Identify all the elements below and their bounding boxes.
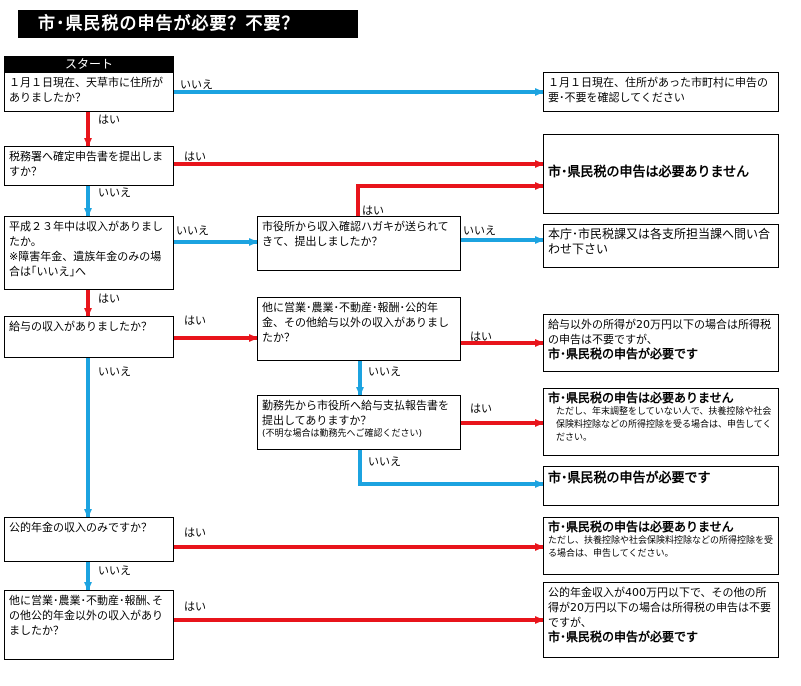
result-required: 市･県民税の申告が必要です: [543, 466, 779, 506]
result-salary-required: 給与以外の所得が20万円以下の場合は所得税の申告は不要ですが、 市･県民税の申告…: [543, 314, 779, 372]
label-no: いいえ: [368, 365, 401, 378]
result-report-not-required-note: ただし、年末調整をしていない人で、扶養控除や社会保険料控除などの所得控除を受る場…: [556, 407, 772, 443]
result-required-text: 市･県民税の申告が必要です: [548, 471, 711, 486]
question-income-text: 平成２３年中は収入がありましたか。: [9, 220, 163, 248]
label-no: いいえ: [176, 224, 209, 237]
question-income: 平成２３年中は収入がありましたか。 ※障害年金、遺族年金のみの場合は｢いいえ｣へ: [4, 216, 174, 290]
question-tax-return: 税務署へ確定申告書を提出しますか？: [4, 146, 174, 186]
question-pension-only-text: 公的年金の収入のみですか？: [9, 521, 152, 534]
label-yes: はい: [98, 292, 120, 305]
result-pension-required-text: 市･県民税の申告が必要です: [548, 630, 699, 644]
result-check-other-city: １月１日現在、住所があった市町村に申告の要･不要を確認してください: [543, 72, 779, 112]
label-no: いいえ: [98, 365, 131, 378]
question-income-postcard-text: 市役所から収入確認ハガキが送られてきて、提出しましたか？: [262, 220, 449, 248]
result-contact-office: 本庁･市民税課又は各支所担当課へ問い合わせ下さい: [543, 224, 779, 268]
question-salary-report: 勤務先から市役所へ給与支払報告書を提出してありますか？ (不明な場合は勤務先へご…: [257, 395, 461, 450]
result-salary-required-note: 給与以外の所得が20万円以下の場合は所得税の申告は不要ですが、: [548, 318, 771, 346]
question-tax-return-text: 税務署へ確定申告書を提出しますか？: [9, 150, 163, 178]
start-label: スタート: [4, 56, 174, 72]
question-salary-report-note: (不明な場合は勤務先へご確認ください): [262, 429, 423, 439]
question-salary-report-text: 勤務先から市役所へ給与支払報告書を提出してありますか？: [262, 399, 449, 427]
result-report-not-required-text: 市･県民税の申告は必要ありません: [548, 391, 734, 405]
result-contact-office-text: 本庁･市民税課又は各支所担当課へ問い合わせ下さい: [548, 227, 771, 256]
result-check-other-city-text: １月１日現在、住所があった市町村に申告の要･不要を確認してください: [548, 76, 768, 104]
question-salary: 給与の収入がありましたか？: [4, 316, 174, 358]
label-no: いいえ: [98, 564, 131, 577]
label-yes: はい: [362, 204, 384, 217]
label-yes: はい: [98, 113, 120, 126]
arrow-m3-r6: [358, 450, 544, 488]
question-residence: １月１日現在、天草市に住所がありましたか？: [4, 72, 174, 112]
label-yes: はい: [184, 314, 206, 327]
label-yes: はい: [184, 600, 206, 613]
question-non-salary-income: 他に営業･農業･不動産･報酬･公的年金、その他給与以外の収入がありましたか？: [257, 297, 461, 361]
question-other-income: 他に営業･農業･不動産･報酬､その他公的年金以外の収入がありましたか？: [4, 590, 174, 660]
label-yes: はい: [184, 526, 206, 539]
label-no: いいえ: [98, 186, 131, 199]
result-not-required: 市･県民税の申告は必要ありません: [543, 134, 779, 214]
label-yes: はい: [184, 150, 206, 163]
label-yes: はい: [470, 330, 492, 343]
page-title: 市･県民税の申告が必要？不要？: [18, 10, 358, 38]
label-yes: はい: [470, 402, 492, 415]
question-residence-text: １月１日現在、天草市に住所がありましたか？: [9, 76, 163, 104]
label-no: いいえ: [463, 224, 496, 237]
result-report-not-required: 市･県民税の申告は必要ありません ただし、年末調整をしていない人で、扶養控除や社…: [543, 388, 779, 456]
question-salary-text: 給与の収入がありましたか？: [9, 320, 152, 333]
label-no: いいえ: [180, 78, 213, 91]
question-income-postcard: 市役所から収入確認ハガキが送られてきて、提出しましたか？: [257, 216, 461, 271]
result-pension-required: 公的年金収入が400万円以下で、その他の所得が20万円以下の場合は所得税の申告は…: [543, 582, 779, 658]
question-income-note: ※障害年金、遺族年金のみの場合は｢いいえ｣へ: [9, 250, 162, 278]
result-pension-not-required-note: ただし、扶養控除や社会保険料控除などの所得控除を受る場合は、申告してください。: [548, 536, 774, 559]
label-no: いいえ: [368, 455, 401, 468]
result-pension-required-note: 公的年金収入が400万円以下で、その他の所得が20万円以下の場合は所得税の申告は…: [548, 586, 771, 629]
result-pension-not-required: 市･県民税の申告は必要ありません ただし、扶養控除や社会保険料控除などの所得控除…: [543, 517, 779, 575]
question-other-income-text: 他に営業･農業･不動産･報酬､その他公的年金以外の収入がありましたか？: [9, 594, 163, 637]
result-salary-required-text: 市･県民税の申告が必要です: [548, 347, 699, 361]
question-non-salary-income-text: 他に営業･農業･不動産･報酬･公的年金、その他給与以外の収入がありましたか？: [262, 301, 449, 344]
arrow-m1-r2: [356, 182, 544, 216]
result-pension-not-required-text: 市･県民税の申告は必要ありません: [548, 520, 734, 534]
question-pension-only: 公的年金の収入のみですか？: [4, 517, 174, 562]
result-not-required-text: 市･県民税の申告は必要ありません: [548, 165, 750, 180]
